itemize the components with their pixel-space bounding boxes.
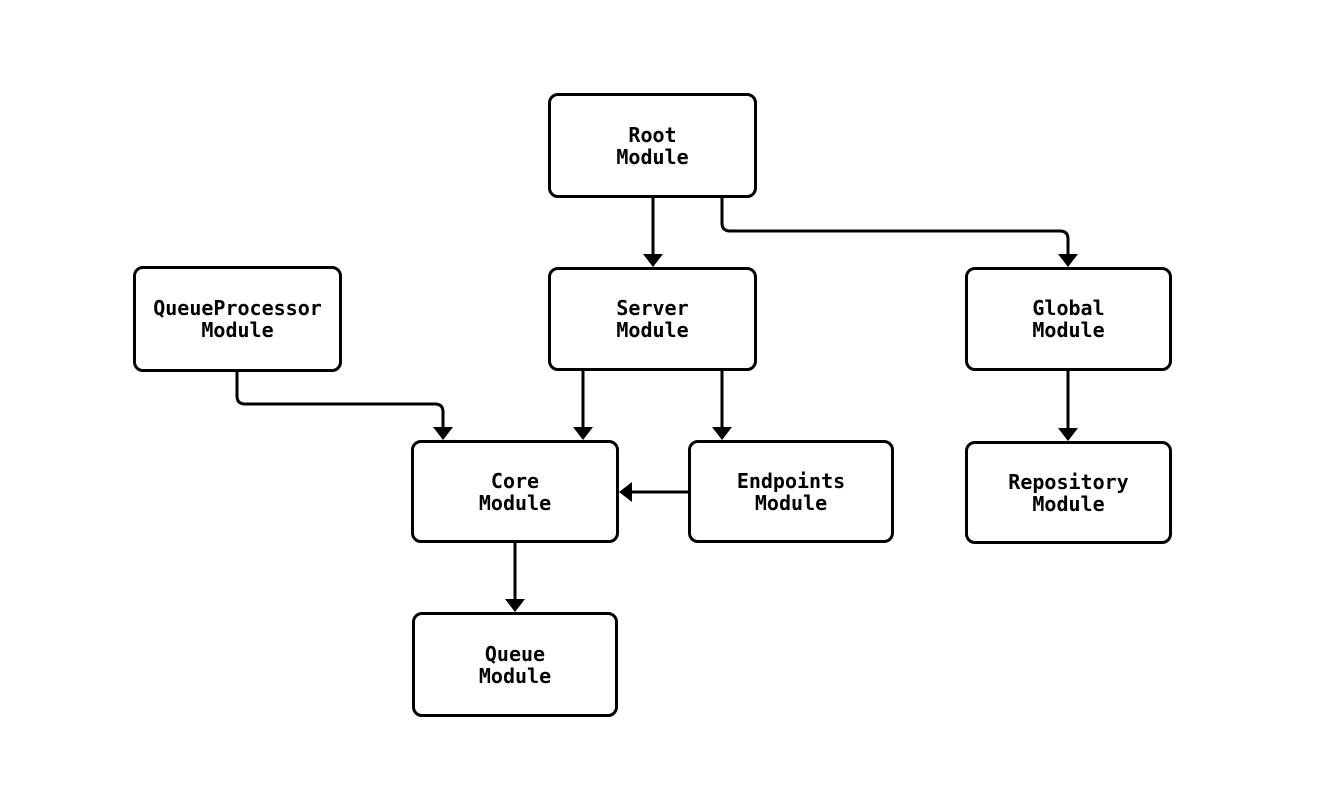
arrowhead-server-core: [573, 427, 593, 440]
edge-server-endpoints: [712, 371, 732, 440]
node-queueprocessor-module: QueueProcessor Module: [133, 266, 342, 372]
arrowhead-server-endpoints: [712, 427, 732, 440]
node-queueprocessor-label: QueueProcessor Module: [153, 296, 322, 342]
arrowhead-endpoints-core: [619, 482, 632, 502]
arrowhead-queueprocessor-core: [433, 427, 453, 440]
node-server-module: Server Module: [548, 267, 757, 371]
node-repository-module: Repository Module: [965, 441, 1172, 544]
edge-global-repository: [1058, 371, 1078, 441]
node-root-module: Root Module: [548, 93, 757, 198]
arrowhead-core-queue: [505, 599, 525, 612]
node-core-module: Core Module: [411, 440, 619, 543]
node-global-label: Global Module: [1032, 296, 1105, 342]
edge-server-core: [573, 371, 593, 440]
arrowhead-root-global: [1058, 254, 1078, 267]
node-queue-module: Queue Module: [412, 612, 618, 717]
node-global-module: Global Module: [965, 267, 1172, 371]
node-repository-label: Repository Module: [1008, 469, 1129, 516]
node-core-label: Core Module: [478, 468, 552, 515]
node-endpoints-module: Endpoints Module: [688, 440, 894, 543]
arrowhead-root-server: [643, 254, 663, 267]
arrowhead-global-repository: [1058, 428, 1078, 441]
edge-root-server: [643, 198, 663, 267]
edge-core-queue: [505, 543, 525, 612]
node-root-label: Root Module: [616, 122, 689, 169]
node-endpoints-label: Endpoints Module: [736, 468, 846, 515]
node-server-label: Server Module: [616, 296, 689, 342]
edge-queueprocessor-core: [235, 372, 453, 440]
node-queue-label: Queue Module: [478, 641, 552, 688]
edge-root-global: [720, 198, 1078, 267]
edge-endpoints-core: [619, 482, 688, 502]
